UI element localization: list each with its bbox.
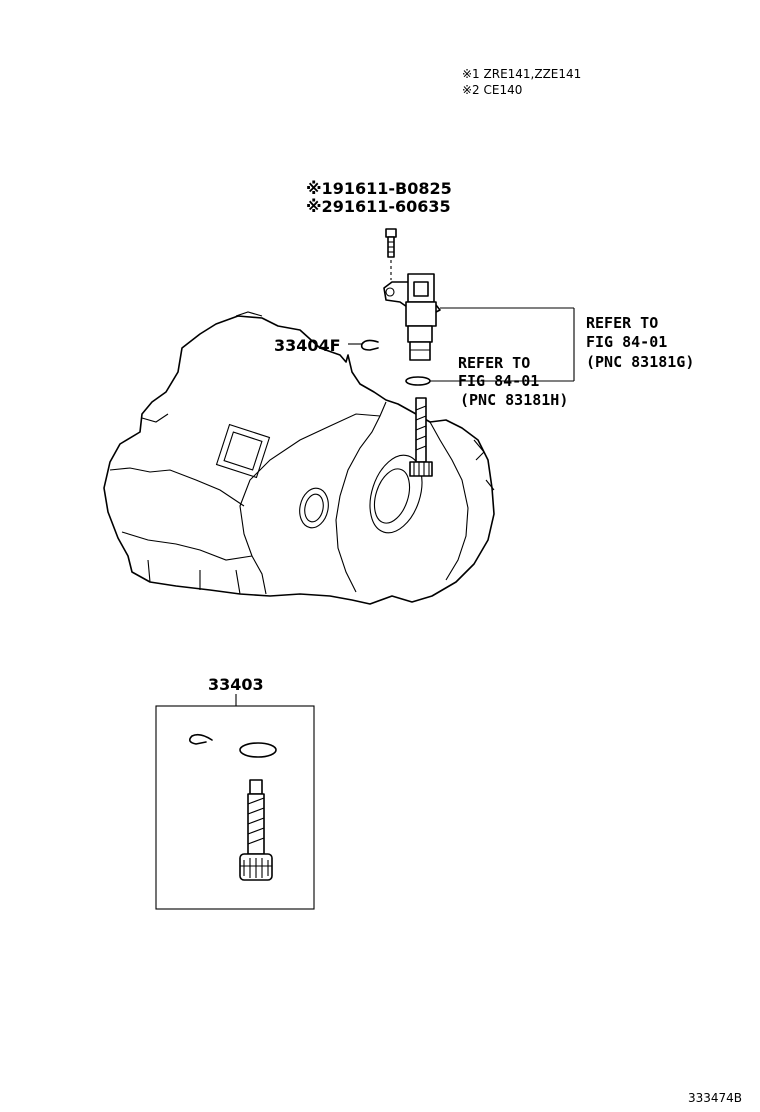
kit-driven-gear bbox=[239, 779, 273, 881]
kit-o-ring bbox=[239, 742, 277, 758]
model-note-1: ※1 ZRE141,ZZE141 bbox=[462, 67, 581, 81]
speed-sensor bbox=[383, 273, 441, 361]
model-note-2: ※2 CE140 bbox=[462, 83, 522, 97]
o-ring bbox=[405, 376, 431, 386]
bolt-part-number-1: ※191611-B0825 bbox=[306, 179, 452, 198]
refer-oring-line1: REFER TO bbox=[458, 354, 530, 372]
clip-part-number: 33404F bbox=[274, 336, 341, 355]
driven-gear-shaft bbox=[409, 397, 433, 477]
refer-oring-line3: (PNC 83181H) bbox=[460, 391, 568, 409]
kit-box bbox=[155, 705, 315, 910]
figure-code: 333474B bbox=[688, 1091, 742, 1105]
clip bbox=[348, 339, 379, 351]
bolt bbox=[385, 228, 397, 280]
refer-sensor-line1: REFER TO bbox=[586, 314, 658, 332]
transmission-case bbox=[103, 311, 495, 605]
bolt-part-number-2: ※291611-60635 bbox=[306, 197, 451, 216]
kit-clip bbox=[188, 733, 213, 745]
refer-sensor-line2: FIG 84-01 bbox=[586, 333, 667, 351]
refer-sensor-line3: (PNC 83181G) bbox=[586, 353, 694, 371]
refer-oring-line2: FIG 84-01 bbox=[458, 372, 539, 390]
sensor-leader bbox=[430, 307, 575, 382]
kit-part-number: 33403 bbox=[208, 675, 264, 694]
